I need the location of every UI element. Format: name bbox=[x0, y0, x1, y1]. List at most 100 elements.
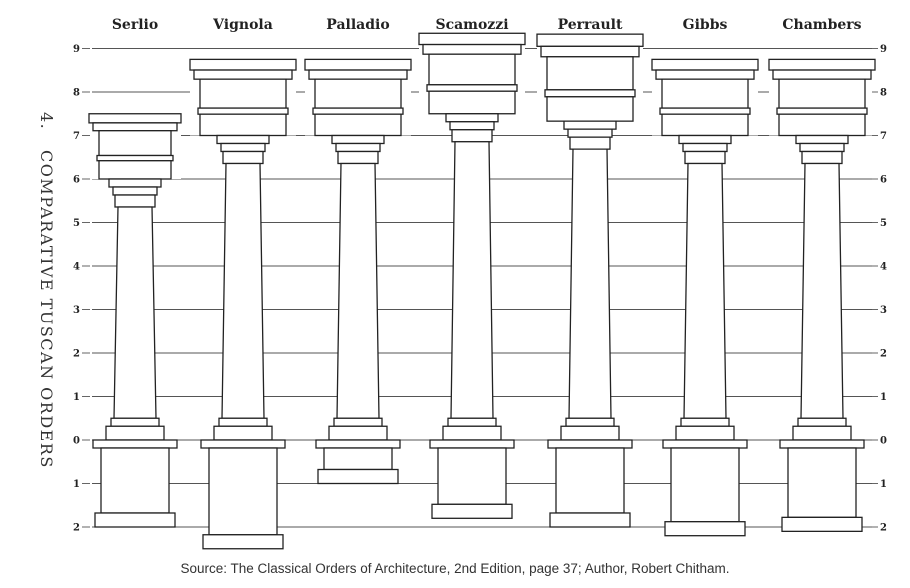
cornice-bed bbox=[193, 69, 293, 80]
pedestal-die bbox=[787, 447, 857, 518]
right-tick-label: 2 bbox=[880, 349, 887, 360]
necking bbox=[337, 150, 379, 165]
architrave bbox=[428, 90, 516, 115]
cornice-bed bbox=[422, 43, 522, 55]
left-tick-label: 8 bbox=[73, 88, 80, 99]
right-tick-label: 1 bbox=[880, 479, 887, 490]
cornice-top bbox=[88, 113, 182, 124]
pedestal-die bbox=[208, 447, 278, 536]
right-tick-label: 8 bbox=[880, 88, 887, 99]
right-tick-label: 1 bbox=[880, 392, 887, 403]
necking bbox=[801, 150, 843, 165]
left-tick-label: 1 bbox=[73, 479, 80, 490]
pedestal-die bbox=[323, 447, 393, 471]
source-caption: Source: The Classical Orders of Architec… bbox=[180, 561, 730, 576]
cornice-top bbox=[304, 58, 412, 71]
architrave bbox=[314, 113, 402, 137]
pedestal-base bbox=[549, 512, 631, 528]
frieze-band bbox=[544, 89, 636, 98]
pedestal-base bbox=[94, 512, 176, 528]
left-tick-label: 5 bbox=[73, 218, 80, 229]
abacus bbox=[108, 178, 162, 188]
base-plinth bbox=[675, 425, 735, 441]
order-name-serlio: Serlio bbox=[112, 17, 158, 33]
base-plinth bbox=[328, 425, 388, 441]
base-plinth bbox=[105, 425, 165, 441]
echinus bbox=[112, 186, 158, 196]
abacus bbox=[563, 120, 617, 130]
frieze bbox=[661, 78, 749, 109]
abacus bbox=[216, 134, 270, 145]
side-title-number: 4. bbox=[37, 112, 56, 131]
abacus bbox=[678, 134, 732, 145]
echinus bbox=[335, 142, 381, 153]
base-plinth bbox=[213, 425, 273, 441]
pedestal-cap bbox=[662, 439, 748, 449]
left-tick-label: 7 bbox=[73, 131, 80, 142]
pedestal-base bbox=[664, 521, 746, 537]
shaft bbox=[800, 162, 844, 419]
right-tick-label: 4 bbox=[880, 262, 887, 273]
order-name-gibbs: Gibbs bbox=[683, 17, 728, 33]
cornice-top bbox=[418, 32, 526, 46]
necking bbox=[451, 129, 493, 143]
echinus bbox=[449, 121, 495, 131]
echinus bbox=[220, 142, 266, 153]
frieze-band bbox=[776, 107, 868, 115]
right-tick-label: 2 bbox=[880, 523, 887, 534]
left-tick-label: 0 bbox=[73, 436, 80, 447]
left-tick-label: 3 bbox=[73, 305, 80, 316]
base-torus bbox=[110, 417, 160, 427]
necking bbox=[569, 136, 611, 150]
echinus bbox=[567, 128, 613, 138]
pedestal-cap bbox=[547, 439, 633, 449]
right-tick-label: 3 bbox=[880, 305, 887, 316]
necking bbox=[684, 150, 726, 165]
left-tick-label: 4 bbox=[73, 262, 80, 273]
base-torus bbox=[565, 417, 615, 427]
column-perrault bbox=[536, 33, 644, 528]
shaft bbox=[221, 162, 265, 419]
shaft bbox=[113, 206, 157, 419]
column-scamozzi bbox=[418, 32, 526, 519]
pedestal-base bbox=[781, 516, 863, 532]
pedestal-die bbox=[555, 447, 625, 514]
abacus bbox=[445, 113, 499, 123]
right-tick-label: 5 bbox=[880, 218, 887, 229]
base-torus bbox=[680, 417, 730, 427]
left-tick-label: 6 bbox=[73, 175, 80, 186]
column-palladio bbox=[304, 58, 412, 485]
cornice-bed bbox=[772, 69, 872, 80]
column-chambers bbox=[768, 58, 876, 532]
pedestal-die bbox=[670, 447, 740, 523]
frieze bbox=[314, 78, 402, 109]
cornice-bed bbox=[92, 122, 178, 132]
cornice-top bbox=[768, 58, 876, 71]
cornice-bed bbox=[540, 45, 640, 58]
pedestal-cap bbox=[92, 439, 178, 449]
echinus bbox=[799, 142, 845, 153]
frieze-band bbox=[312, 107, 404, 115]
pedestal-base bbox=[202, 534, 284, 550]
pedestal-cap bbox=[779, 439, 865, 449]
pedestal-die bbox=[437, 447, 507, 505]
left-tick-label: 9 bbox=[73, 44, 80, 55]
order-name-vignola: Vignola bbox=[212, 17, 273, 33]
cornice-bed bbox=[655, 69, 755, 80]
shaft bbox=[450, 141, 494, 419]
base-plinth bbox=[792, 425, 852, 441]
base-torus bbox=[218, 417, 268, 427]
frieze bbox=[546, 56, 634, 91]
column-gibbs bbox=[651, 58, 759, 537]
pedestal-base bbox=[317, 468, 399, 485]
pedestal-cap bbox=[200, 439, 286, 449]
left-tick-label: 1 bbox=[73, 392, 80, 403]
columns bbox=[88, 32, 876, 550]
necking bbox=[222, 150, 264, 165]
base-torus bbox=[447, 417, 497, 427]
order-name-palladio: Palladio bbox=[326, 17, 389, 33]
cornice-top bbox=[651, 58, 759, 71]
right-tick-label: 0 bbox=[880, 436, 887, 447]
